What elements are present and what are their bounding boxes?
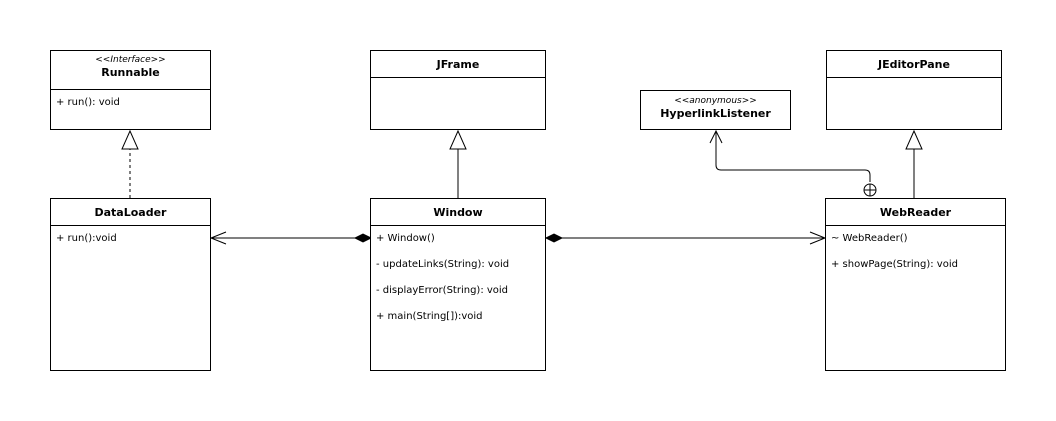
class-header: <<anonymous>> HyperlinkListener [641, 91, 790, 121]
class-box-hyperlinklistener: <<anonymous>> HyperlinkListener [640, 90, 791, 130]
class-name: JEditorPane [878, 58, 950, 71]
class-name: WebReader [879, 206, 952, 219]
class-name: Runnable [101, 66, 160, 79]
class-member: - updateLinks(String): void [376, 259, 510, 270]
nesting-line-webreader-hyperlinklistener [715, 131, 871, 182]
class-member: - displayError(String): void [376, 285, 509, 296]
class-member: + showPage(String): void [831, 259, 958, 270]
class-header: JEditorPane [827, 51, 1001, 78]
class-header: WebReader [826, 199, 1005, 226]
composition-diamond-icon [353, 233, 373, 243]
stereotype-label: <<Interface>> [95, 55, 166, 65]
generalization-arrowhead-icon [905, 129, 923, 150]
class-member: + main(String[]):void [376, 311, 483, 322]
class-header: DataLoader [51, 199, 210, 226]
class-header: JFrame [371, 51, 545, 78]
class-header: Window [371, 199, 545, 226]
class-box-jframe: JFrame [370, 50, 546, 130]
generalization-arrowhead-icon [449, 129, 467, 150]
class-box-window: Window + Window() - updateLinks(String):… [370, 198, 546, 371]
class-member: + run():void [56, 233, 117, 244]
class-member: + run(): void [56, 97, 120, 108]
stereotype-label: <<anonymous>> [674, 96, 757, 106]
open-arrowhead-icon [709, 129, 723, 144]
class-box-webreader: WebReader ~ WebReader() + showPage(Strin… [825, 198, 1006, 371]
open-arrowhead-icon [209, 231, 227, 245]
realization-arrowhead-icon [121, 129, 139, 150]
class-name: JFrame [436, 58, 480, 71]
class-box-jeditorpane: JEditorPane [826, 50, 1002, 130]
class-name: Window [433, 206, 483, 219]
class-box-runnable: <<Interface>> Runnable + run(): void [50, 50, 211, 130]
class-name: HyperlinkListener [660, 107, 771, 120]
class-header: <<Interface>> Runnable [51, 51, 210, 90]
class-member: + Window() [376, 233, 435, 244]
class-member: ~ WebReader() [831, 233, 908, 244]
composition-diamond-icon [544, 233, 564, 243]
class-name: DataLoader [94, 206, 167, 219]
class-box-dataloader: DataLoader + run():void [50, 198, 211, 371]
